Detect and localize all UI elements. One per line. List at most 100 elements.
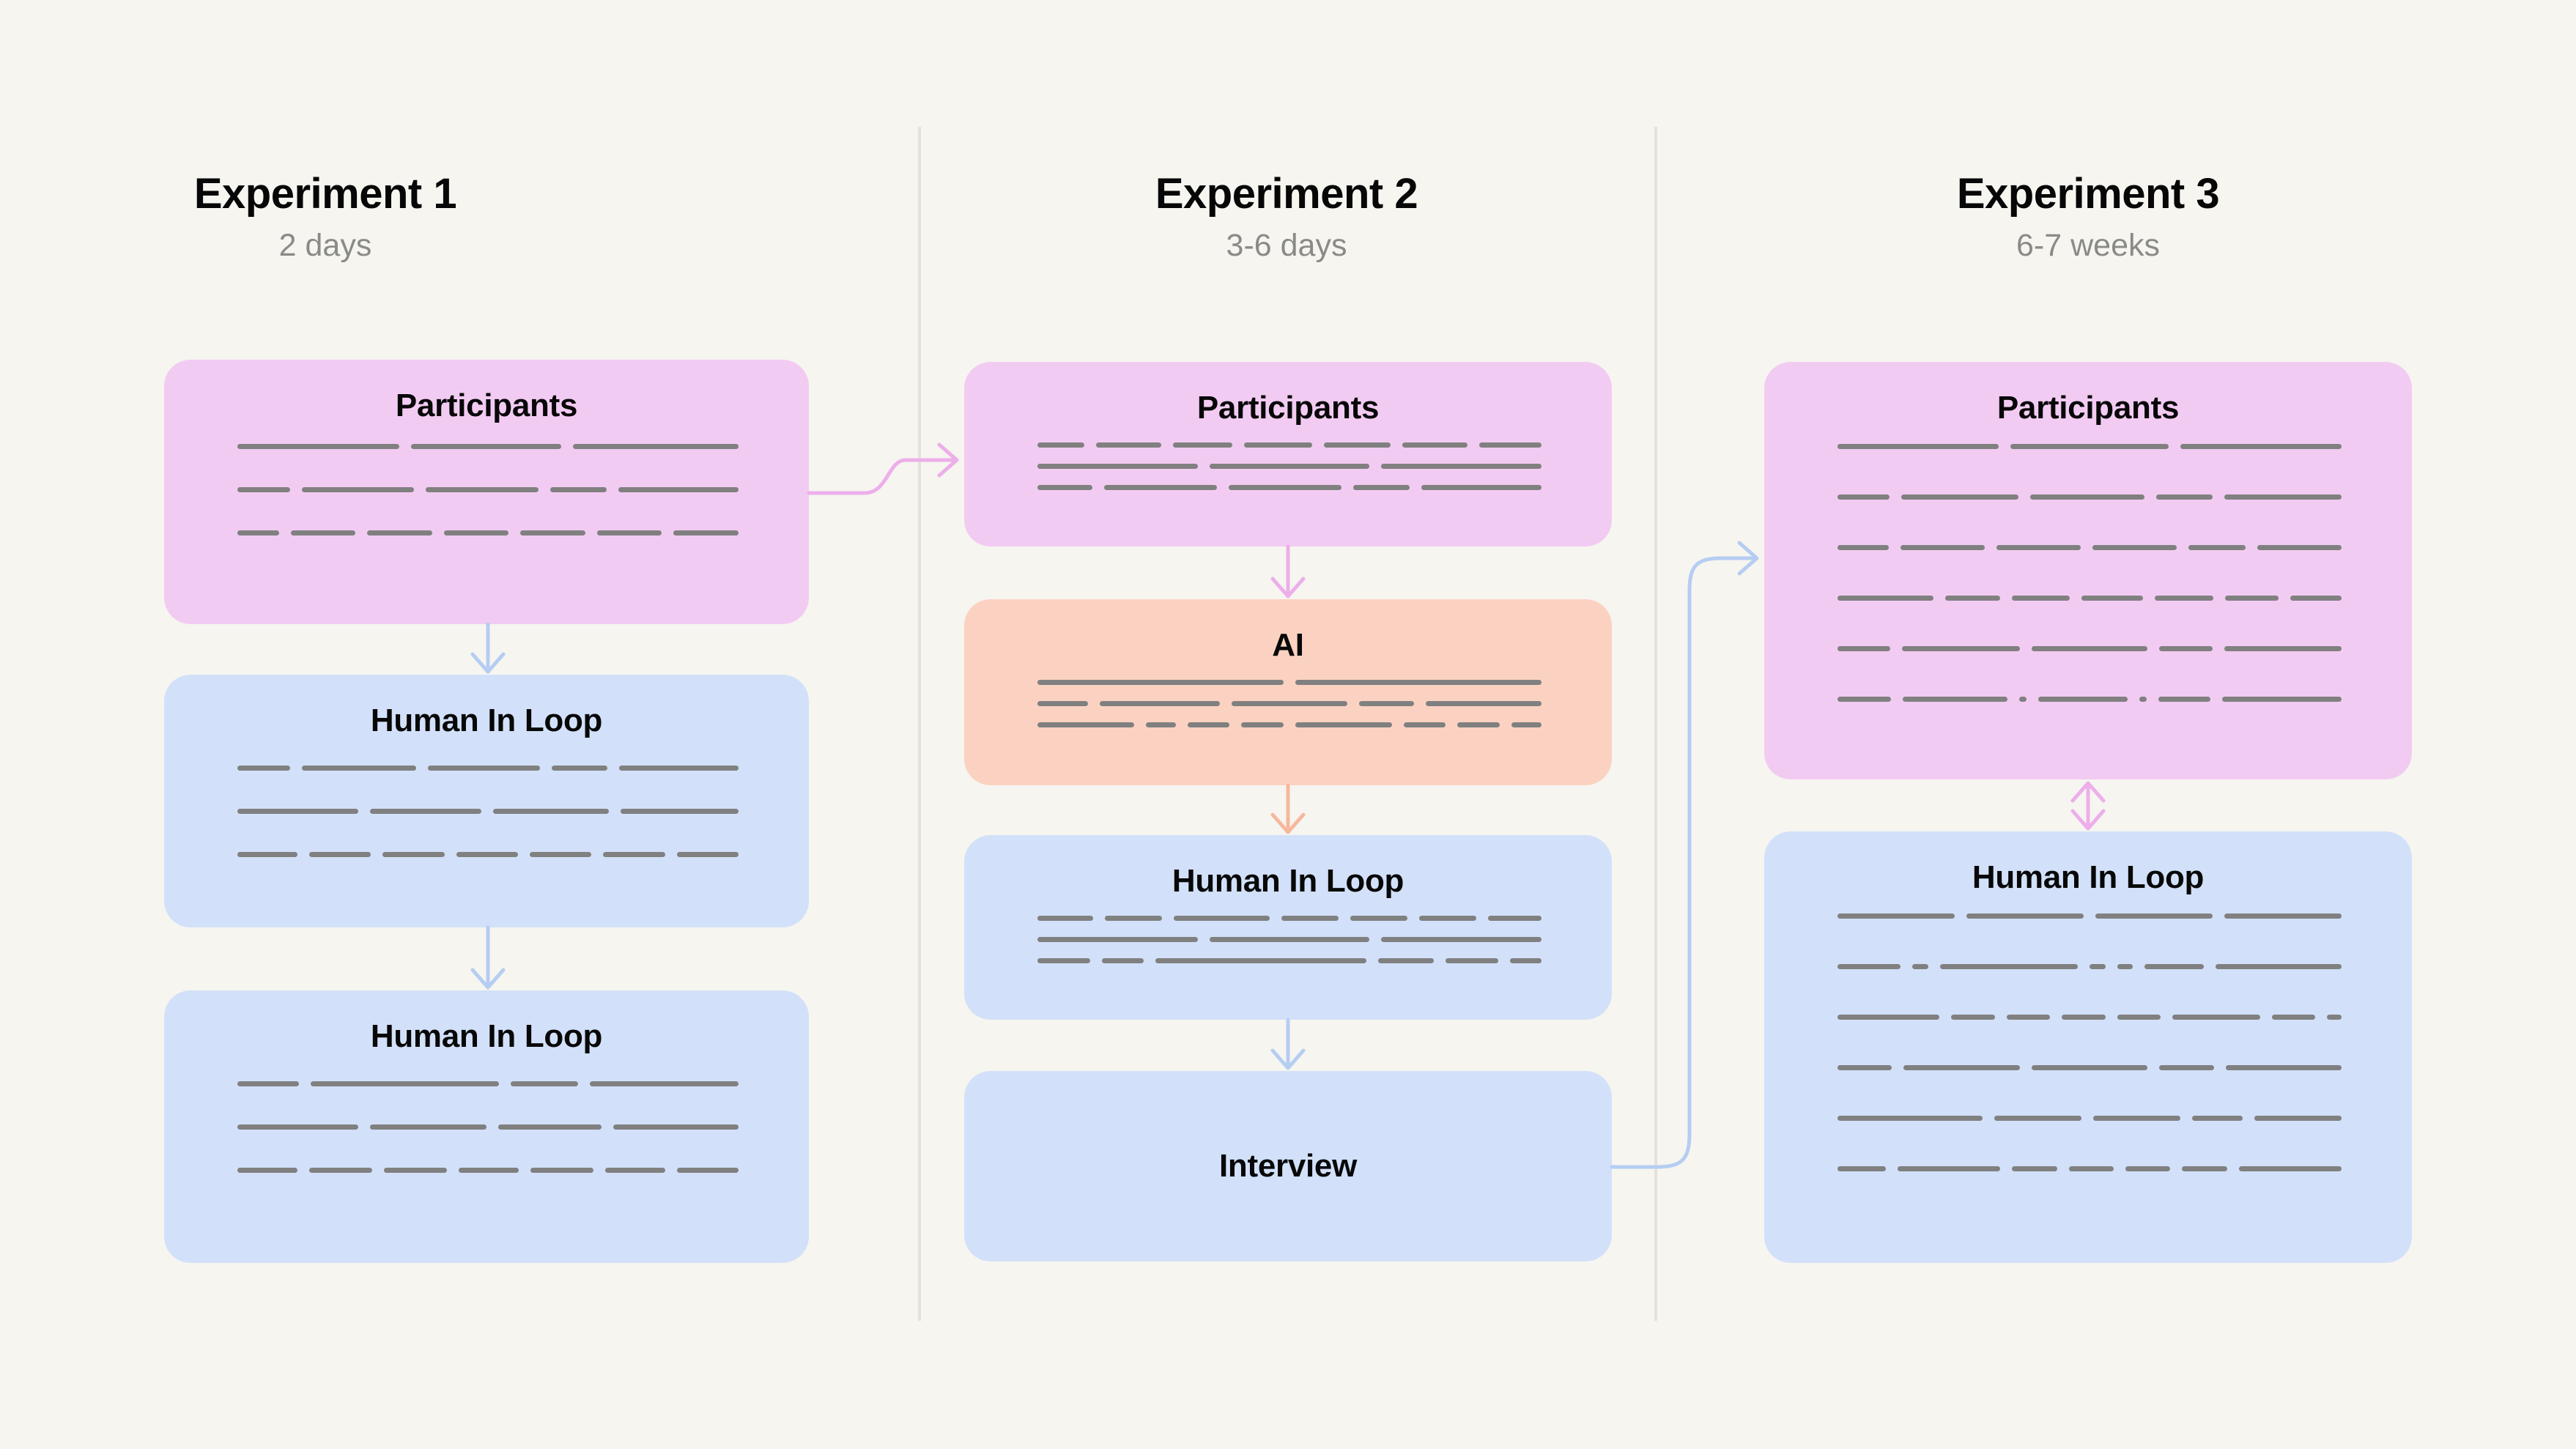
redacted-segment — [1419, 916, 1476, 921]
connector-exp1-participants-to-human-in-loop-1 — [470, 622, 506, 674]
redacted-segment — [237, 1124, 358, 1130]
redacted-segment — [550, 487, 607, 492]
redacted-segment — [2222, 697, 2342, 702]
redacted-segment — [456, 852, 518, 857]
redacted-segment — [1037, 916, 1093, 921]
column-divider-1 — [918, 127, 921, 1321]
redacted-segment — [237, 444, 399, 449]
redacted-segment — [1359, 701, 1414, 706]
redacted-segment — [2012, 1166, 2057, 1171]
redacted-segment — [673, 530, 739, 536]
column-duration: 2 days — [278, 227, 372, 263]
redacted-segment — [1944, 596, 2000, 601]
card-exp1-participants[interactable]: Participants — [164, 360, 809, 624]
redacted-segment — [1229, 485, 1342, 490]
redacted-segment — [1903, 1065, 2020, 1070]
redacted-segment — [2224, 596, 2279, 601]
redacted-segment — [2225, 1065, 2342, 1070]
redacted-line — [237, 766, 739, 771]
redacted-segment — [618, 766, 739, 771]
redacted-segment — [301, 487, 415, 492]
redacted-segment — [1381, 937, 1542, 942]
redacted-line — [237, 1168, 739, 1173]
redacted-segment — [2011, 596, 2070, 601]
redacted-segment — [1912, 964, 1928, 969]
redacted-segment — [2092, 1116, 2180, 1121]
redacted-segment — [1100, 701, 1220, 706]
redacted-segment — [2018, 697, 2027, 702]
redacted-segment — [1173, 442, 1232, 448]
redacted-segment — [1902, 646, 2020, 651]
redacted-segment — [410, 444, 561, 449]
redacted-line — [1037, 722, 1541, 727]
redacted-segment — [237, 1081, 299, 1086]
redacted-segment — [1104, 485, 1218, 490]
redacted-segment — [1939, 964, 2078, 969]
redacted-segment — [2327, 1015, 2342, 1020]
redacted-segment — [1511, 722, 1541, 727]
redacted-segment — [443, 530, 509, 536]
redacted-line — [237, 530, 739, 536]
redacted-segment — [1324, 442, 1391, 448]
redacted-line — [1837, 697, 2342, 702]
redacted-line — [1037, 916, 1541, 921]
redacted-segment — [301, 766, 416, 771]
redacted-segment — [1037, 485, 1093, 490]
redacted-segment — [1037, 937, 1198, 942]
redacted-segment — [310, 1081, 499, 1086]
card-exp3-human-in-loop[interactable]: Human In Loop — [1764, 831, 2412, 1263]
redacted-segment — [1381, 464, 1542, 469]
redacted-segment — [603, 852, 665, 857]
redacted-segment — [308, 1168, 372, 1173]
redacted-line — [1037, 442, 1541, 448]
redacted-lines — [237, 766, 739, 857]
redacted-line — [1837, 646, 2342, 651]
connector-exp1-human-in-loop-1-to-human-in-loop-2 — [470, 925, 506, 990]
redacted-segment — [2215, 964, 2342, 969]
card-title: Interview — [1218, 1148, 1358, 1184]
redacted-segment — [1231, 701, 1348, 706]
redacted-segment — [237, 530, 279, 536]
redacted-segment — [1446, 958, 1498, 963]
redacted-lines — [237, 444, 739, 536]
card-exp2-ai[interactable]: AI — [964, 599, 1612, 785]
card-exp1-human-in-loop-2[interactable]: Human In Loop — [164, 990, 809, 1263]
redacted-segment — [427, 766, 540, 771]
redacted-segment — [618, 487, 739, 492]
redacted-segment — [1487, 916, 1541, 921]
column-title: Experiment 1 — [193, 170, 457, 218]
redacted-segment — [237, 852, 297, 857]
redacted-segment — [1951, 1015, 1995, 1020]
card-title: Human In Loop — [370, 703, 603, 738]
redacted-segment — [426, 487, 539, 492]
column-duration: 3-6 days — [1226, 227, 1347, 263]
redacted-segment — [459, 1168, 519, 1173]
column-divider-2 — [1654, 127, 1657, 1321]
redacted-line — [1837, 1015, 2342, 1020]
redacted-segment — [1996, 545, 2081, 550]
redacted-segment — [572, 444, 739, 449]
card-exp2-interview[interactable]: Interview — [964, 1071, 1612, 1261]
card-exp2-human-in-loop[interactable]: Human In Loop — [964, 835, 1612, 1020]
redacted-segment — [2224, 494, 2342, 500]
redacted-segment — [1994, 1116, 2081, 1121]
connector-exp2-human-in-loop-to-interview — [1270, 1018, 1306, 1070]
redacted-segment — [2224, 646, 2342, 651]
redacted-line — [237, 1124, 739, 1130]
column-title: Experiment 2 — [1155, 170, 1418, 218]
card-title: Participants — [1196, 390, 1380, 426]
card-exp3-participants[interactable]: Participants — [1764, 362, 2412, 779]
card-exp1-human-in-loop-1[interactable]: Human In Loop — [164, 675, 809, 927]
redacted-segment — [1209, 464, 1370, 469]
card-exp2-participants[interactable]: Participants — [964, 362, 1612, 546]
redacted-segment — [1903, 697, 2007, 702]
redacted-segment — [613, 1124, 739, 1130]
card-title: Human In Loop — [1972, 859, 2205, 895]
redacted-segment — [2257, 545, 2342, 550]
redacted-segment — [1037, 958, 1090, 963]
redacted-segment — [2172, 1015, 2260, 1020]
redacted-segment — [367, 530, 432, 536]
redacted-segment — [1837, 914, 1955, 919]
redacted-line — [237, 852, 739, 857]
redacted-line — [1837, 1065, 2342, 1070]
